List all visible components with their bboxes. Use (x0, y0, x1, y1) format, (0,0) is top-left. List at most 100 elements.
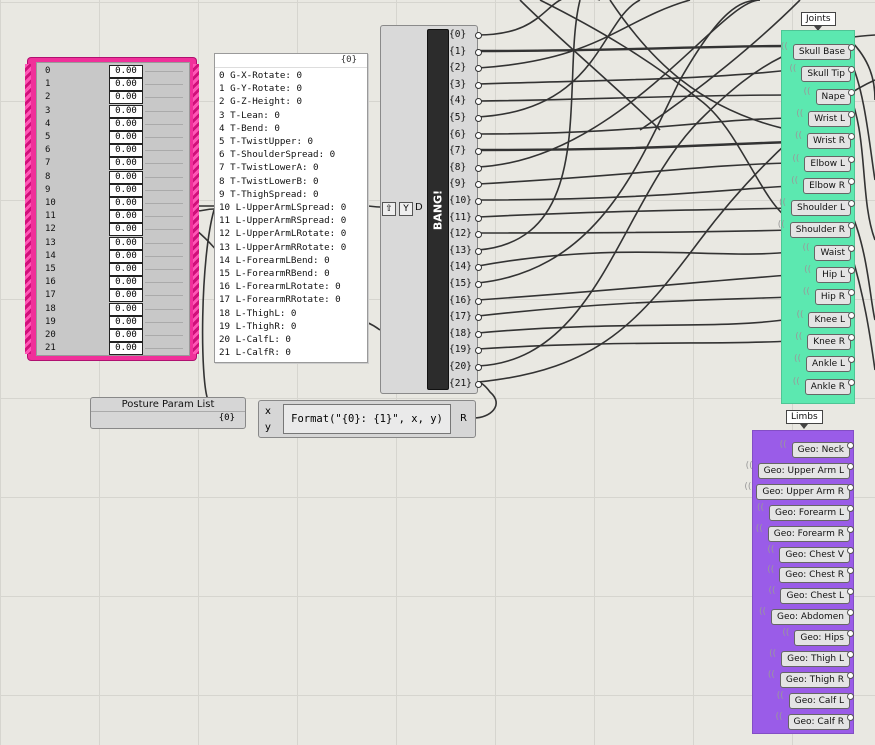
output-grip[interactable] (475, 148, 482, 156)
limbs-group-tag[interactable]: Limbs (786, 410, 823, 429)
output-grip[interactable] (475, 65, 482, 73)
output-grip[interactable] (848, 44, 855, 51)
output-grip[interactable] (848, 177, 855, 185)
joints-item[interactable]: Shoulder L(( (779, 195, 855, 217)
slider-value[interactable]: 0.00 (109, 65, 143, 78)
output-grip[interactable] (475, 297, 482, 305)
joints-chip-label[interactable]: Knee R (807, 333, 851, 350)
output-grip[interactable] (475, 364, 482, 371)
joints-chip-label[interactable]: Wrist L (808, 110, 851, 127)
slider-value[interactable]: 0.00 (109, 91, 143, 105)
limbs-chip-label[interactable]: Geo: Calf R (787, 713, 850, 730)
output-grip[interactable] (848, 378, 855, 386)
output-grip[interactable] (848, 88, 855, 96)
joints-chip-label[interactable]: Hip L (816, 267, 851, 283)
limbs-chip-label[interactable]: Geo: Chest R (779, 567, 850, 584)
output-grip[interactable] (847, 713, 854, 721)
limbs-group[interactable]: Geo: Neck((Geo: Upper Arm L((Geo: Upper … (744, 430, 854, 734)
slider-track[interactable] (145, 242, 183, 244)
format-component[interactable]: x y Format("{0}: {1}", x, y) R (258, 400, 476, 438)
limbs-item[interactable]: Geo: Thigh L(( (769, 646, 854, 667)
joints-item[interactable]: Knee R(( (795, 329, 855, 350)
bang-output-port[interactable]: {6} (449, 128, 467, 140)
slider-value[interactable]: 0.00 (109, 263, 143, 276)
flatten-up-icon[interactable]: ⇧ (382, 202, 396, 216)
slider-value[interactable]: 0.00 (109, 236, 143, 250)
slider-value[interactable]: 0.00 (109, 170, 143, 184)
slider-track[interactable] (145, 255, 183, 257)
bang-output-port[interactable]: {15} (449, 278, 472, 289)
output-grip[interactable] (475, 164, 482, 172)
limbs-item[interactable]: Geo: Forearm R(( (756, 521, 854, 542)
bang-output-port[interactable]: {3} (449, 78, 467, 90)
slider-track[interactable] (145, 269, 183, 270)
output-r-label[interactable]: R (460, 413, 467, 424)
bang-output-port[interactable]: {5} (449, 112, 467, 123)
joints-chip-label[interactable]: Hip R (814, 289, 851, 306)
slider-value[interactable]: 0.00 (109, 78, 143, 92)
slider-value[interactable]: 0.00 (109, 117, 143, 131)
output-grip[interactable] (847, 651, 854, 658)
joints-item[interactable]: Hip L(( (804, 262, 855, 283)
output-grip[interactable] (475, 314, 482, 322)
slider-track[interactable] (145, 282, 183, 284)
limbs-item[interactable]: Geo: Neck(( (780, 437, 854, 458)
slider-value[interactable]: 0.00 (109, 210, 143, 224)
slider-track[interactable] (145, 229, 183, 231)
output-grip[interactable] (475, 264, 482, 272)
limbs-chip-label[interactable]: Geo: Neck (791, 442, 850, 458)
slider-track[interactable] (145, 176, 183, 178)
slider-value[interactable]: 0.00 (109, 223, 143, 237)
simplify-y-icon[interactable]: Y (399, 202, 413, 216)
slider-track[interactable] (145, 335, 183, 336)
output-grip[interactable] (848, 222, 855, 230)
slider-value[interactable]: 0.00 (109, 315, 143, 329)
output-grip[interactable] (475, 115, 482, 122)
joints-chip-label[interactable]: Knee L (808, 311, 851, 328)
joints-chip-label[interactable]: Skull Base (792, 44, 851, 60)
input-x-label[interactable]: x (265, 406, 271, 417)
limbs-item[interactable]: Geo: Upper Arm R(( (744, 479, 854, 500)
slider-value[interactable]: 0.00 (109, 329, 143, 342)
slider-track[interactable] (145, 150, 183, 152)
output-grip[interactable] (848, 155, 855, 163)
joints-item[interactable]: Ankle L(( (794, 351, 855, 373)
bang-output-port[interactable]: {13} (449, 244, 472, 256)
limbs-chip-label[interactable]: Geo: Hips (794, 630, 850, 647)
limbs-item[interactable]: Geo: Abdomen(( (759, 604, 854, 626)
joints-item[interactable]: Nape(( (804, 84, 855, 105)
output-grip[interactable] (475, 48, 482, 56)
output-grip[interactable] (475, 247, 482, 255)
bang-component[interactable]: ⇧ Y D BANG! (380, 25, 478, 394)
slider-value[interactable]: 0.00 (109, 289, 143, 303)
slider-track[interactable] (145, 189, 183, 191)
output-grip[interactable] (475, 98, 482, 106)
limbs-chip-label[interactable]: Geo: Thigh R (779, 671, 850, 688)
slider-value[interactable]: 0.00 (109, 276, 143, 290)
joints-item[interactable]: Shoulder R(( (778, 217, 855, 239)
slider-track[interactable] (145, 216, 183, 218)
output-grip[interactable] (847, 546, 854, 554)
bang-output-port[interactable]: {4} (449, 95, 467, 107)
limbs-item[interactable]: Geo: Chest R(( (767, 562, 854, 584)
limbs-chip-label[interactable]: Geo: Abdomen (770, 609, 850, 626)
limbs-chip-label[interactable]: Geo: Upper Arm L (757, 462, 850, 479)
joints-item[interactable]: Elbow R(( (791, 173, 855, 194)
joints-chip-label[interactable]: Elbow R (803, 177, 851, 194)
input-y-label[interactable]: y (265, 422, 271, 433)
slider-value[interactable]: 0.00 (109, 197, 143, 210)
slider-track[interactable] (145, 84, 183, 86)
joints-chip-label[interactable]: Shoulder L (791, 200, 851, 217)
output-grip[interactable] (475, 81, 482, 89)
output-grip[interactable] (475, 231, 482, 239)
